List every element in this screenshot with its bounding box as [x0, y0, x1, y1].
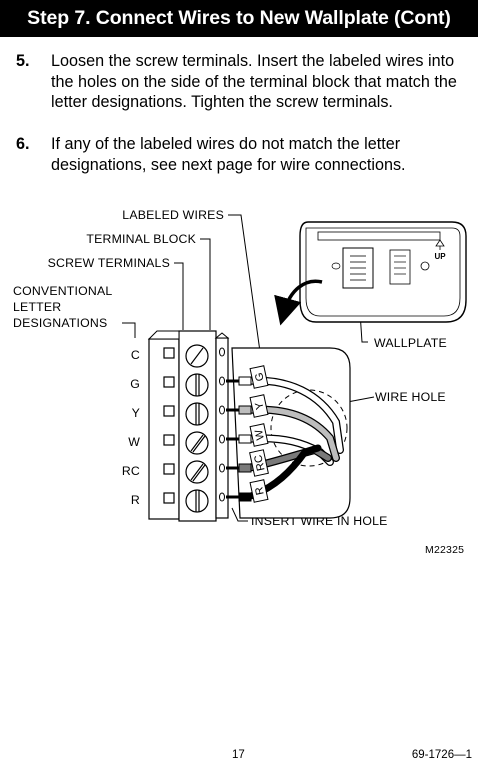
step-5: 5. Loosen the screw terminals. Insert th…	[16, 51, 466, 113]
bare-wire-ends	[226, 379, 240, 499]
terminal-letter: W	[128, 435, 140, 449]
step-6: 6. If any of the labeled wires do not ma…	[16, 134, 466, 175]
step-text: If any of the labeled wires do not match…	[51, 135, 406, 174]
wallplate-body	[231, 347, 351, 519]
wire-tag-label: R	[253, 486, 266, 496]
header-title: Step 7. Connect Wires to New Wallplate (…	[27, 7, 451, 29]
wallplate-up-badge: UP	[434, 252, 446, 261]
page-number: 17	[232, 749, 245, 761]
callout-conventional-line3: DESIGNATIONS	[13, 316, 108, 330]
callout-wallplate: WALLPLATE	[374, 336, 447, 350]
curved-arrow	[274, 279, 323, 326]
step-number: 5.	[16, 52, 30, 70]
page-header: Step 7. Connect Wires to New Wallplate (…	[0, 0, 478, 37]
terminal-letter: C	[130, 348, 140, 362]
wire-tag-label: RC	[252, 454, 267, 472]
screw-terminals	[185, 344, 209, 513]
callout-conventional-line1: CONVENTIONAL	[13, 284, 113, 298]
callout-terminal-block: TERMINAL BLOCK	[86, 232, 196, 246]
terminal-letter: Y	[131, 406, 140, 420]
wire-tag-label: G	[253, 371, 267, 382]
wire-tag-label: W	[253, 428, 267, 441]
callout-labeled-wires: LABELED WIRES	[122, 208, 224, 222]
terminal-letter: RC	[121, 464, 140, 478]
callout-screw-terminals: SCREW TERMINALS	[47, 256, 170, 270]
callout-wire-hole: WIRE HOLE	[375, 390, 446, 404]
terminal-letter: G	[130, 377, 140, 391]
thermostat-wallplate: UP	[299, 221, 467, 323]
terminal-slots	[163, 347, 175, 504]
figure-id: M22325	[425, 544, 465, 556]
wire-insulation-ends	[238, 376, 252, 502]
wire-tags	[249, 365, 269, 503]
wire-hole	[270, 389, 348, 467]
callout-conventional-line2: LETTER	[13, 300, 62, 314]
document-number: 69-1726—1	[411, 749, 472, 761]
step-number: 6.	[16, 135, 30, 153]
terminal-letter: R	[130, 493, 140, 507]
wire-tag-label: Y	[253, 400, 266, 410]
wire-entry-holes	[219, 347, 225, 502]
step-text: Loosen the screw terminals. Insert the l…	[51, 52, 457, 111]
